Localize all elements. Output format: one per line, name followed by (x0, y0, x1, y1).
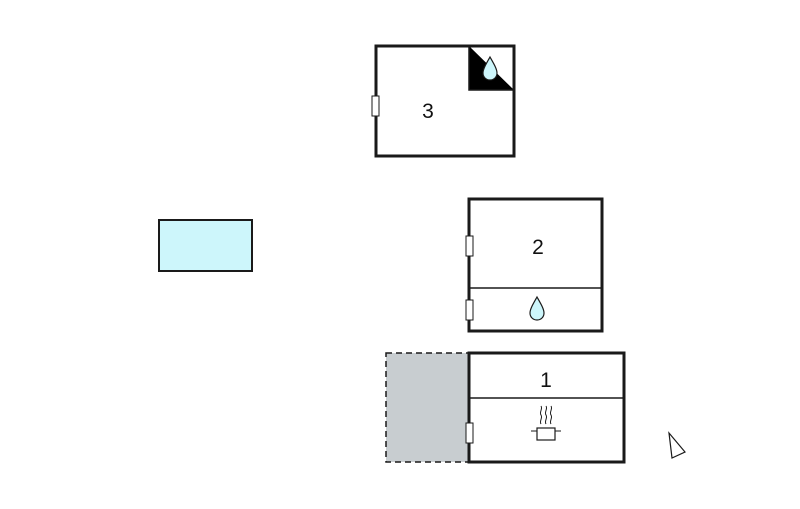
room-2: 2 (465, 197, 604, 333)
room-2-label: 2 (532, 236, 544, 259)
door-marker (465, 422, 474, 444)
water-drop-icon (482, 55, 498, 81)
pool-area (158, 219, 253, 272)
room-3-label: 3 (422, 100, 434, 123)
door-marker (371, 95, 380, 117)
door-marker (465, 299, 474, 321)
door-marker (465, 235, 474, 257)
cooking-pot-icon (531, 405, 561, 441)
terrace-area (385, 352, 470, 463)
north-arrow-icon (668, 431, 686, 459)
room-1: 1 (465, 351, 626, 464)
water-drop-icon (529, 295, 545, 321)
room-1-label: 1 (540, 369, 552, 392)
room-3: 3 (371, 44, 516, 158)
